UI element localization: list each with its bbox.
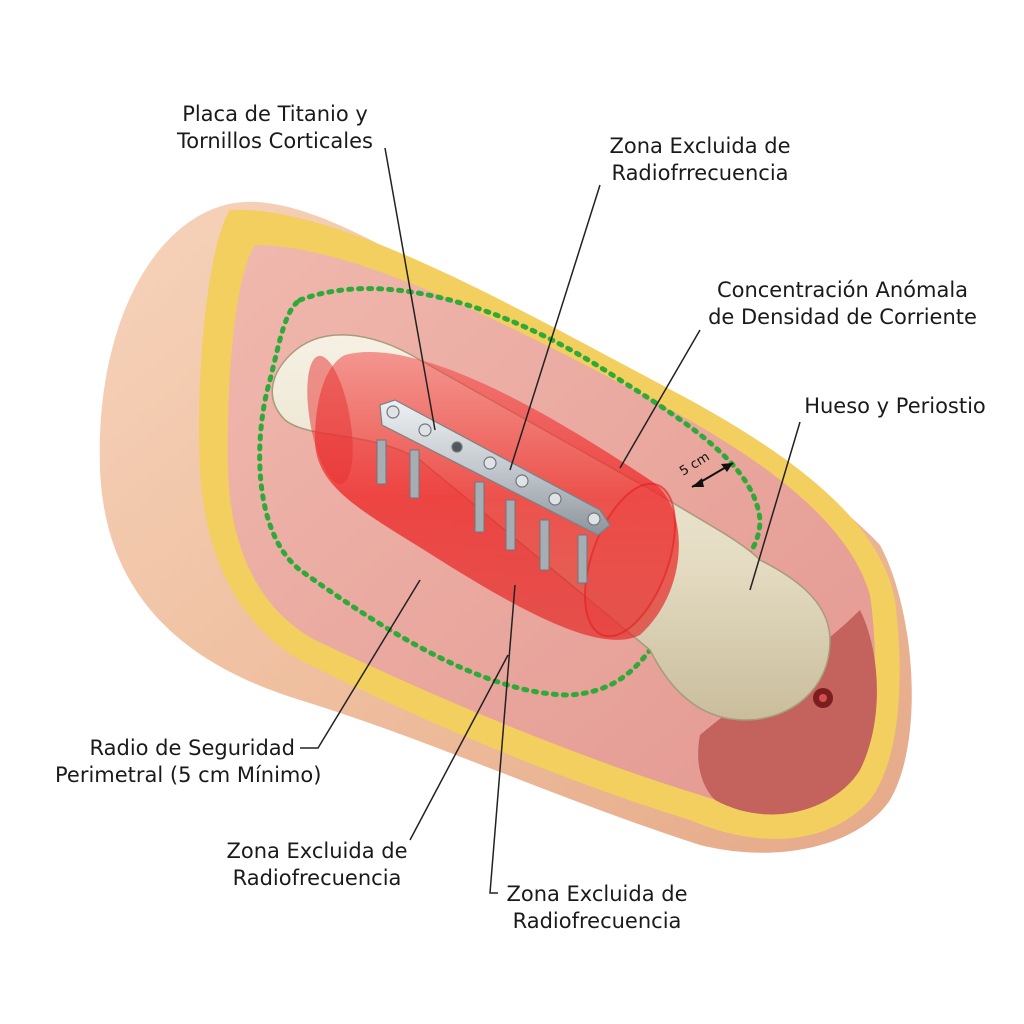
screw-icon bbox=[577, 534, 588, 584]
leader-lines bbox=[300, 147, 801, 894]
safety-perimeter bbox=[257, 286, 763, 698]
muscle-cross-section bbox=[698, 610, 877, 815]
screw-icon bbox=[505, 499, 516, 551]
label-bone: Hueso y Periostio bbox=[804, 394, 986, 418]
screw-icon bbox=[474, 481, 485, 533]
screw-icon bbox=[539, 519, 550, 571]
screw-icon bbox=[409, 449, 420, 499]
screw-heads bbox=[386, 405, 601, 526]
screw-icon bbox=[376, 439, 387, 485]
screws bbox=[376, 439, 588, 584]
